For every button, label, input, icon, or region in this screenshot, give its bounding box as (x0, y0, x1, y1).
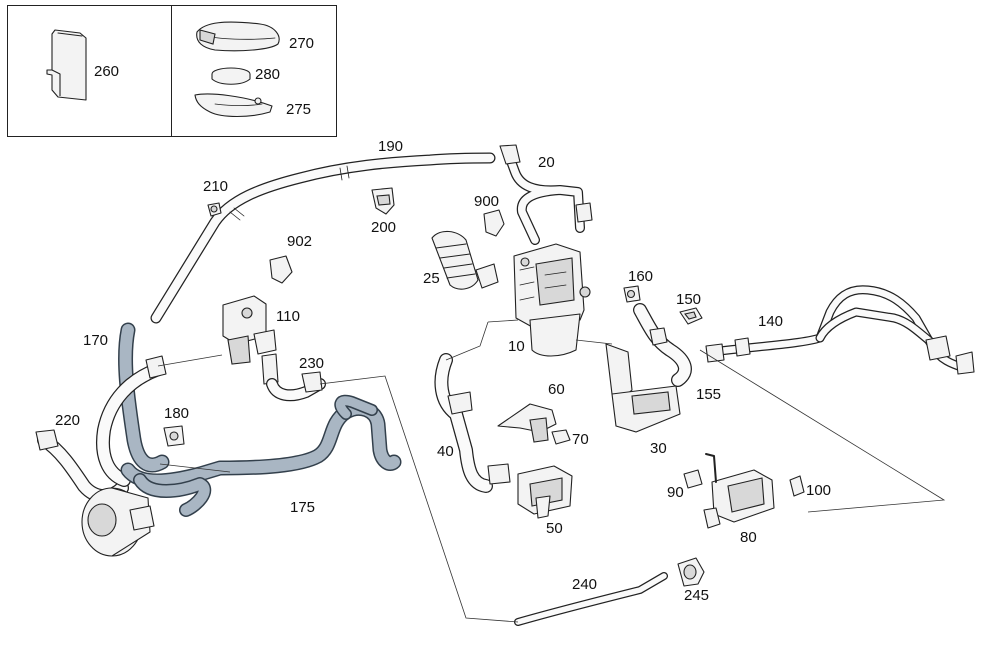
inset-box (7, 5, 337, 137)
label-275: 275 (286, 101, 311, 118)
label-140: 140 (758, 313, 783, 330)
label-900: 900 (474, 193, 499, 210)
label-260: 260 (94, 63, 119, 80)
label-30: 30 (650, 440, 667, 457)
label-175: 175 (290, 499, 315, 516)
part-70-nut[interactable] (551, 429, 571, 445)
label-270: 270 (289, 35, 314, 52)
part-175-hose[interactable] (120, 394, 402, 517)
part-200-clamp[interactable] (371, 187, 395, 215)
aux-hose (96, 355, 167, 487)
part-150-gasket[interactable] (679, 307, 703, 325)
label-902: 902 (287, 233, 312, 250)
part-280-cap[interactable] (211, 67, 251, 85)
leader-lines (157, 319, 946, 623)
label-80: 80 (740, 529, 757, 546)
part-900-tag[interactable] (483, 209, 505, 237)
label-230: 230 (299, 355, 324, 372)
label-240: 240 (572, 576, 597, 593)
label-280: 280 (255, 66, 280, 83)
part-50-filter[interactable] (517, 465, 573, 519)
part-40-hose[interactable] (434, 353, 511, 493)
label-60: 60 (548, 381, 565, 398)
part-260-control-module[interactable] (46, 29, 87, 101)
part-240-pipe[interactable] (514, 572, 668, 626)
part-25-bellows[interactable] (431, 230, 499, 290)
label-190: 190 (378, 138, 403, 155)
label-20: 20 (538, 154, 555, 171)
part-170-hose[interactable] (118, 322, 170, 473)
part-100-sensor[interactable] (789, 475, 805, 497)
part-20-pipe-assembly[interactable] (499, 144, 593, 245)
part-30-bracket[interactable] (605, 343, 681, 433)
label-10: 10 (508, 338, 525, 355)
part-210-clip[interactable] (207, 202, 222, 217)
part-10-heater-unit[interactable] (513, 243, 591, 357)
part-245-grommet[interactable] (677, 557, 705, 587)
pump (81, 487, 155, 557)
part-60-bracket[interactable] (497, 403, 557, 443)
label-50: 50 (546, 520, 563, 537)
label-70: 70 (572, 431, 589, 448)
label-100: 100 (806, 482, 831, 499)
part-275-bracket[interactable] (194, 93, 273, 118)
part-230-elbow[interactable] (266, 371, 326, 402)
label-210: 210 (203, 178, 228, 195)
part-270-cover[interactable] (196, 21, 280, 52)
part-140-hose-assembly[interactable] (705, 285, 975, 375)
label-40: 40 (437, 443, 454, 460)
label-150: 150 (676, 291, 701, 308)
label-200: 200 (371, 219, 396, 236)
label-110: 110 (276, 308, 300, 325)
part-80-bracket[interactable] (703, 453, 775, 529)
label-220: 220 (55, 412, 80, 429)
label-160: 160 (628, 268, 653, 285)
part-190-coolant-pipe[interactable] (150, 152, 496, 324)
label-25: 25 (423, 270, 440, 287)
label-170: 170 (83, 332, 108, 349)
labels: 260 270 280 275 190 20 210 200 900 902 2… (55, 35, 831, 604)
part-160-clamp[interactable] (623, 285, 641, 303)
label-180: 180 (164, 405, 189, 422)
label-245: 245 (684, 587, 709, 604)
label-90: 90 (667, 484, 684, 501)
part-155-hose[interactable] (633, 303, 692, 387)
part-180-clamp[interactable] (163, 425, 185, 447)
label-155: 155 (696, 386, 721, 403)
part-90-nut[interactable] (683, 469, 703, 489)
part-902-tag[interactable] (269, 255, 293, 284)
part-110-valve[interactable] (222, 295, 279, 385)
